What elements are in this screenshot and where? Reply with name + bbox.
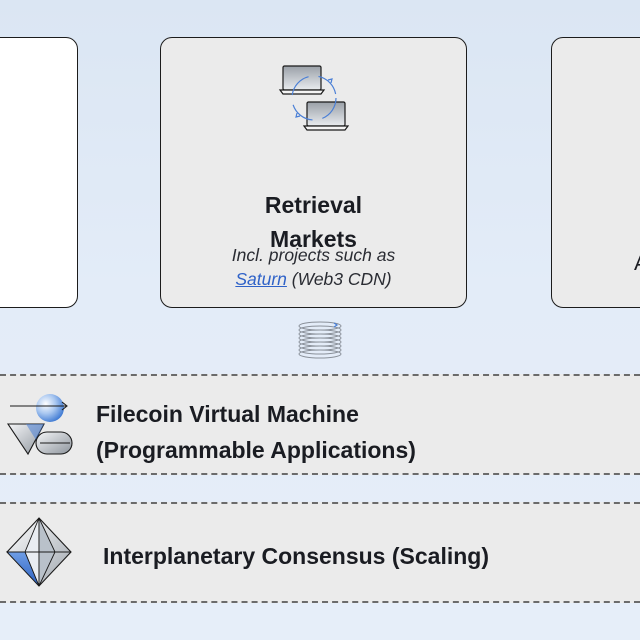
- diamond-crystal-icon: [5, 517, 72, 587]
- ipc-layer-title: Interplanetary Consensus (Scaling): [103, 543, 489, 569]
- fvm-shapes-icon: [6, 394, 73, 456]
- stacked-rings-icon: [298, 321, 342, 359]
- fvm-layer: Filecoin Virtual Machine (Programmable A…: [0, 374, 640, 475]
- fvm-layer-title: Filecoin Virtual Machine (Programmable A…: [96, 401, 416, 463]
- ipc-layer: Interplanetary Consensus (Scaling): [0, 502, 640, 603]
- card-subtitle-prefix: Incl. projects such as: [231, 245, 396, 265]
- right-card-text-fragment: A: [634, 252, 640, 276]
- sync-computers-icon: [278, 65, 350, 131]
- saturn-link[interactable]: Saturn: [235, 269, 287, 289]
- card-subtitle-suffix: (Web3 CDN): [286, 269, 392, 289]
- left-card: [0, 37, 78, 308]
- card-title: Retrieval Markets: [264, 192, 363, 252]
- right-card: A: [551, 37, 640, 308]
- card-subtitle: Incl. projects such as Saturn (Web3 CDN): [161, 243, 466, 291]
- retrieval-markets-card: Retrieval Markets Incl. projects such as…: [160, 37, 467, 308]
